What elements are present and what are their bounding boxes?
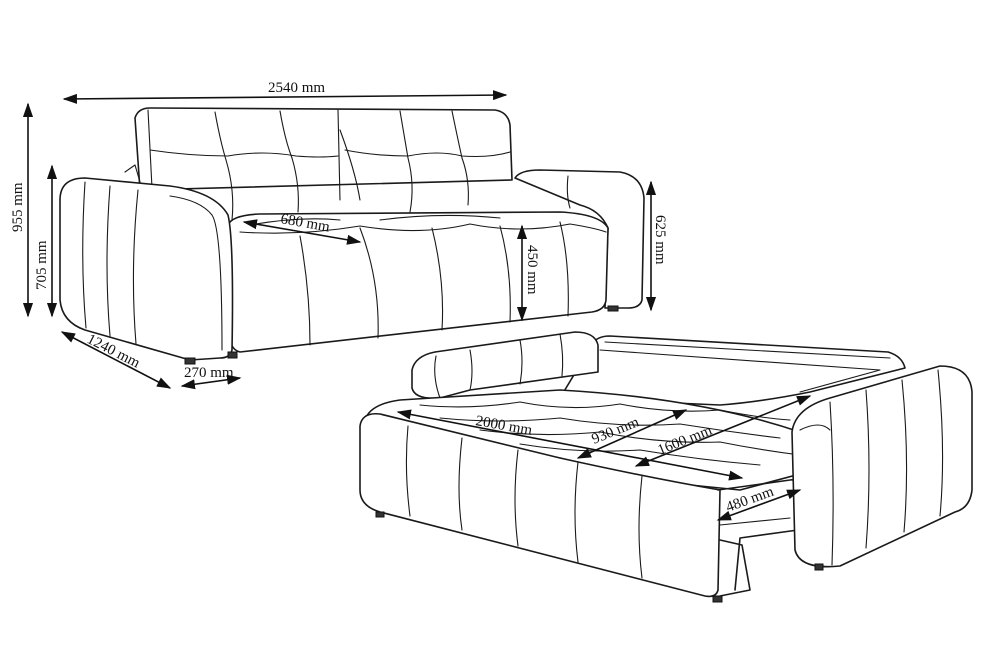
- depth-dimension-line: [60, 331, 172, 389]
- sofa-right-arm: [514, 169, 645, 309]
- sofa-backrest: [134, 107, 513, 191]
- back-height-label: 625 mm: [652, 215, 668, 265]
- seat-depth-dimension-line: [242, 219, 362, 245]
- width-dimension-line: [62, 90, 508, 104]
- bed-length-dimension-line: [396, 409, 744, 481]
- seat-height-label: 450 mm: [524, 245, 540, 295]
- sofa-seat: [227, 211, 609, 353]
- bed-right-arm: [791, 365, 973, 568]
- sofa-bed-open-view: [359, 331, 973, 603]
- bed-leg: [375, 511, 385, 518]
- bed-back-cushions: [411, 331, 599, 400]
- sofa-left-arm: [59, 177, 234, 361]
- sofa-leg: [607, 305, 619, 312]
- sofa-leg: [227, 351, 238, 359]
- storage-depth-dimension-line: [716, 489, 802, 521]
- sofa-leg: [184, 357, 196, 365]
- width-label: 2540 mm: [268, 80, 325, 96]
- bed-leg: [712, 595, 723, 603]
- total-height-label: 955 mm: [10, 182, 26, 232]
- arm-width-label: 270 mm: [184, 365, 234, 381]
- sofa-closed-view: [59, 107, 645, 365]
- bed-width-dimension-line: [634, 395, 812, 467]
- bed-leg: [814, 563, 824, 571]
- arm-height-label: 705 mm: [34, 240, 50, 290]
- arm-width-dimension-line: [180, 374, 242, 390]
